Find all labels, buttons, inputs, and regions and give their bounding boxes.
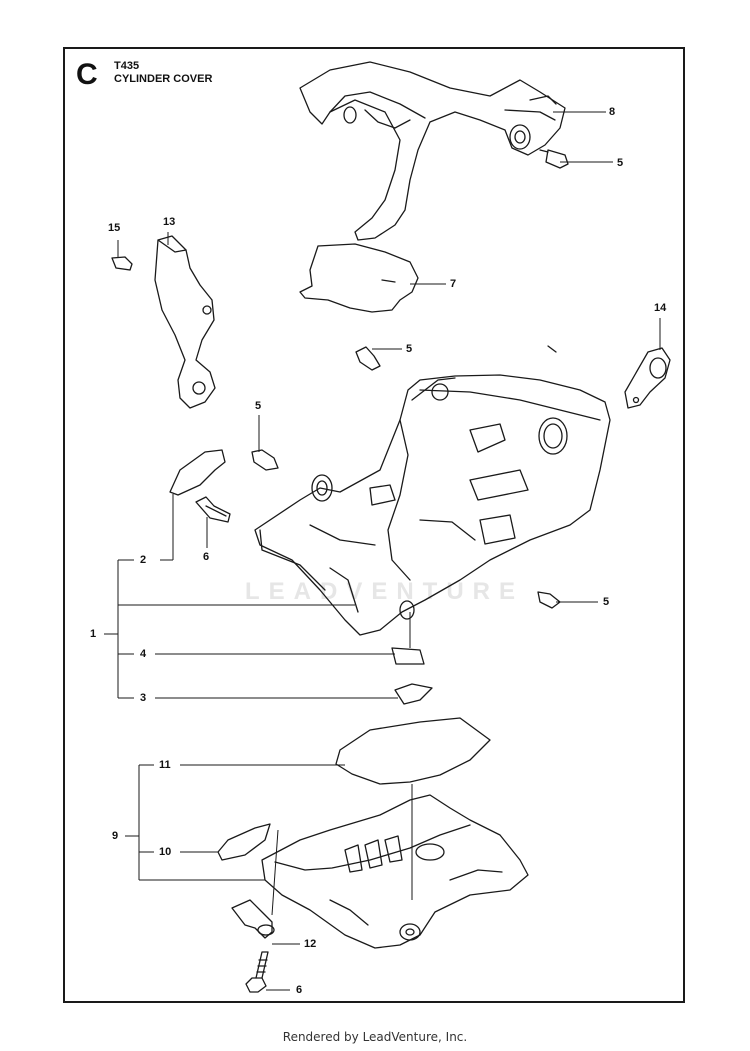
callout-part-5[interactable]: 5 [603, 596, 610, 608]
callout-part-15[interactable]: 15 [108, 222, 121, 234]
leader-lines [104, 111, 661, 991]
callout-part-2[interactable]: 2 [140, 554, 147, 566]
part-6-screw-lower[interactable] [245, 951, 269, 993]
part-1-cylinder-cover[interactable] [254, 374, 611, 636]
part-6-screw-upper[interactable] [195, 496, 231, 523]
render-credit: Rendered by LeadVenture, Inc. [282, 1030, 468, 1044]
callout-part-5[interactable]: 5 [255, 400, 262, 412]
callout-part-12[interactable]: 12 [304, 938, 317, 950]
part-11-bottom-plate[interactable] [335, 717, 491, 785]
callout-part-1[interactable]: 1 [90, 628, 97, 640]
section-title: CYLINDER COVER [114, 73, 213, 85]
callout-part-13[interactable]: 13 [163, 216, 176, 228]
callout-part-9[interactable]: 9 [112, 830, 119, 842]
callout-part-5[interactable]: 5 [617, 157, 624, 169]
part-5-screw-right[interactable] [537, 591, 561, 609]
part-4-plate[interactable] [391, 647, 425, 665]
part-9-lower-cover[interactable] [261, 794, 529, 949]
callout-part-4[interactable]: 4 [140, 648, 147, 660]
callout-part-14[interactable]: 14 [654, 302, 667, 314]
part-3-clip[interactable] [394, 683, 433, 705]
part-12-lever[interactable] [231, 899, 275, 939]
callout-part-8[interactable]: 8 [609, 106, 616, 118]
part-15-screw[interactable] [111, 256, 133, 271]
section-letter: C [76, 58, 98, 91]
part-8-upper-cover[interactable] [299, 61, 566, 241]
part-7-gasket[interactable] [299, 243, 419, 313]
callout-part-5[interactable]: 5 [406, 343, 413, 355]
callout-part-6[interactable]: 6 [203, 551, 210, 563]
watermark-text: LEADVENTURE [245, 578, 525, 605]
callout-part-10[interactable]: 10 [159, 846, 172, 858]
callout-part-11[interactable]: 11 [159, 759, 171, 771]
part-10-small-cover[interactable] [217, 823, 271, 861]
model-number: T435 [114, 60, 140, 72]
callout-part-7[interactable]: 7 [450, 278, 457, 290]
part-5-screw-left[interactable] [251, 449, 279, 471]
diagram-frame [63, 47, 685, 1003]
part-2-small-cover[interactable] [169, 449, 226, 496]
callout-part-3[interactable]: 3 [140, 692, 147, 704]
part-13-side-plate[interactable] [154, 235, 216, 409]
part-5-screw-top[interactable] [539, 149, 569, 169]
part-14-bracket[interactable] [547, 345, 671, 409]
part-5-screw-mid[interactable] [355, 346, 381, 371]
callout-part-6[interactable]: 6 [296, 984, 303, 996]
